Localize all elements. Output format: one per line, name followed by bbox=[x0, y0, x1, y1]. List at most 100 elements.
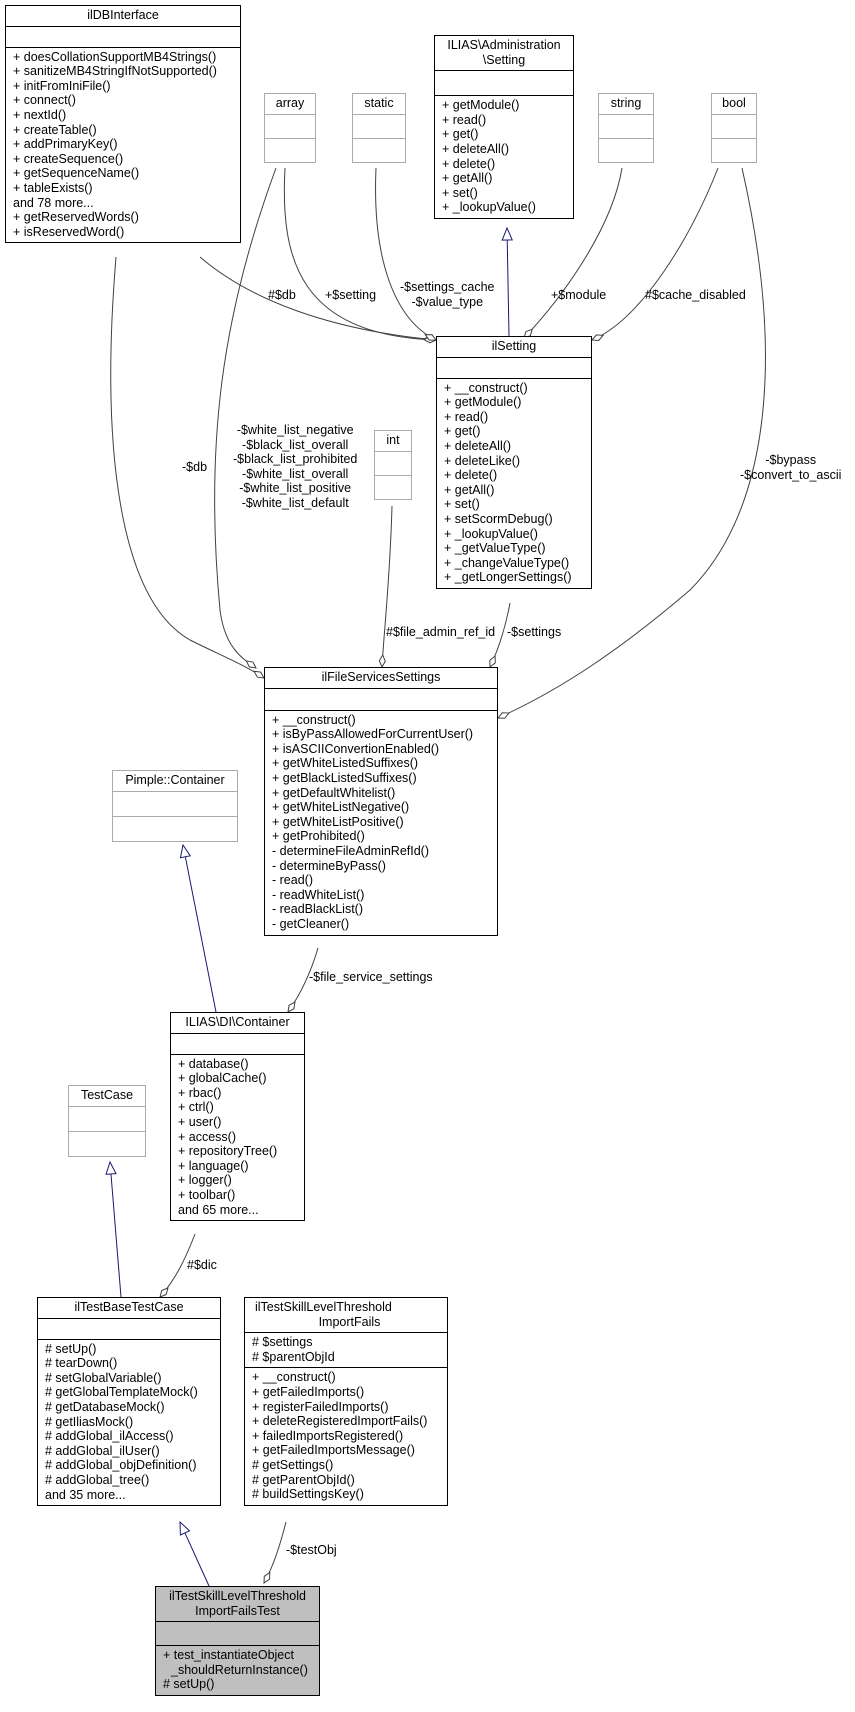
class-title: ilTestBaseTestCase bbox=[38, 1298, 220, 1319]
method: # setUp() bbox=[163, 1677, 215, 1692]
attributes-section bbox=[437, 358, 591, 379]
method: + _lookupValue() bbox=[442, 200, 536, 215]
methods-section bbox=[113, 817, 237, 841]
method: - read() bbox=[272, 873, 313, 888]
attribute: # $settings bbox=[252, 1335, 313, 1350]
class-string[interactable]: string bbox=[598, 93, 654, 163]
method: + get() bbox=[442, 127, 479, 142]
edge-ildbinterface-fss bbox=[110, 256, 264, 678]
edge-fss-di bbox=[288, 947, 319, 1012]
edge-array-ilsetting bbox=[283, 167, 436, 340]
method: + language() bbox=[178, 1158, 249, 1173]
method: + getWhiteListedSuffixes() bbox=[272, 756, 419, 771]
method: + nextId() bbox=[13, 107, 67, 122]
class-admin-setting[interactable]: ILIAS\Administration \Setting + getModul… bbox=[434, 35, 574, 219]
methods-section: + getModule() + read() + get() + deleteA… bbox=[435, 96, 573, 218]
edge-static-ilsetting bbox=[375, 167, 436, 340]
method: + _getValueType() bbox=[444, 541, 546, 556]
edge-label-dic: #$dic bbox=[187, 1258, 217, 1272]
edge-label-module: +$module bbox=[551, 288, 607, 302]
method: + toolbar() bbox=[178, 1187, 236, 1202]
class-bool[interactable]: bool bbox=[711, 93, 757, 163]
method: # getSettings() bbox=[252, 1457, 334, 1472]
method: + isReservedWord() bbox=[13, 224, 125, 239]
edge-di-inherits-pimple bbox=[183, 845, 217, 1013]
method: - readBlackList() bbox=[272, 902, 363, 917]
edge-label-db-ilsetting: #$db bbox=[268, 288, 296, 302]
method: + __construct() bbox=[444, 380, 528, 395]
method: + rbac() bbox=[178, 1085, 222, 1100]
edge-label-white-list: -$white_list_negative -$black_list_overa… bbox=[233, 423, 358, 510]
class-title: ilFileServicesSettings bbox=[265, 668, 497, 689]
attribute: # $parentObjId bbox=[252, 1349, 335, 1364]
method: + isByPassAllowedForCurrentUser() bbox=[272, 727, 474, 742]
method: + getDefaultWhitelist() bbox=[272, 785, 396, 800]
class-title: Pimple::Container bbox=[113, 771, 237, 792]
methods-section bbox=[69, 1132, 145, 1156]
class-ilfileservicessettings[interactable]: ilFileServicesSettings + __construct() +… bbox=[264, 667, 498, 936]
method: # setGlobalVariable() bbox=[45, 1370, 162, 1385]
class-pimple-container[interactable]: Pimple::Container bbox=[112, 770, 238, 842]
methods-section bbox=[599, 139, 653, 162]
class-ilsetting[interactable]: ilSetting + __construct() + getModule() … bbox=[436, 336, 592, 589]
method: + createSequence() bbox=[13, 151, 124, 166]
attributes-section bbox=[113, 792, 237, 817]
attributes-section bbox=[69, 1107, 145, 1132]
edge-label-file-service-settings: -$file_service_settings bbox=[309, 970, 433, 984]
method: # tearDown() bbox=[45, 1356, 118, 1371]
edge-label-settings-cache: -$settings_cache -$value_type bbox=[400, 280, 495, 309]
class-ildbinterface[interactable]: ilDBInterface + doesCollationSupportMB4S… bbox=[5, 5, 241, 244]
method: + delete() bbox=[444, 468, 498, 483]
method: and 35 more... bbox=[45, 1487, 126, 1502]
methods-section: + __construct() + getModule() + read() +… bbox=[437, 379, 591, 588]
attributes-section bbox=[38, 1319, 220, 1340]
method: + getBlackListedSuffixes() bbox=[272, 770, 417, 785]
methods-section: + __construct() + getFailedImports() + r… bbox=[245, 1368, 447, 1504]
class-title: TestCase bbox=[69, 1086, 145, 1107]
method: + _getLongerSettings() bbox=[444, 570, 572, 585]
method: - determineByPass() bbox=[272, 858, 386, 873]
class-title: ilTestSkillLevelThreshold ImportFailsTes… bbox=[156, 1587, 319, 1623]
class-di-container[interactable]: ILIAS\DI\Container + database() + global… bbox=[170, 1012, 305, 1222]
method: + test_instantiateObject bbox=[163, 1648, 294, 1663]
class-title: ilSetting bbox=[437, 337, 591, 358]
method: + registerFailedImports() bbox=[252, 1399, 389, 1414]
class-static[interactable]: static bbox=[352, 93, 406, 163]
method: - readWhiteList() bbox=[272, 887, 365, 902]
method: + getReservedWords() bbox=[13, 210, 139, 225]
edge-basetest-inherits-testcase bbox=[110, 1162, 122, 1298]
class-iltestbasetestcase[interactable]: ilTestBaseTestCase # setUp() # tearDown(… bbox=[37, 1297, 221, 1507]
edge-int-fss bbox=[382, 505, 393, 667]
method: + initFromIniFile() bbox=[13, 78, 111, 93]
edge-label-settings: -$settings bbox=[507, 625, 562, 639]
method: _shouldReturnInstance() bbox=[171, 1662, 308, 1677]
attributes-section bbox=[599, 115, 653, 139]
method: # setUp() bbox=[45, 1341, 97, 1356]
method: + __construct() bbox=[252, 1370, 336, 1385]
method: + globalCache() bbox=[178, 1071, 267, 1086]
method: # buildSettingsKey() bbox=[252, 1487, 364, 1502]
class-importfails[interactable]: ilTestSkillLevelThreshold ImportFails # … bbox=[244, 1297, 448, 1506]
method: # addGlobal_ilAccess() bbox=[45, 1429, 174, 1444]
methods-section: + doesCollationSupportMB4Strings() + san… bbox=[6, 48, 240, 243]
method: # getDatabaseMock() bbox=[45, 1399, 165, 1414]
method: # getParentObjId() bbox=[252, 1472, 355, 1487]
method: and 78 more... bbox=[13, 195, 94, 210]
class-importfailstest[interactable]: ilTestSkillLevelThreshold ImportFailsTes… bbox=[155, 1586, 320, 1696]
edge-test-inherits-basetest bbox=[180, 1522, 210, 1587]
method: # addGlobal_tree() bbox=[45, 1472, 150, 1487]
methods-section: + database() + globalCache() + rbac() + … bbox=[171, 1055, 304, 1221]
class-title: ILIAS\Administration \Setting bbox=[435, 36, 573, 72]
edge-label-cache-disabled: #$cache_disabled bbox=[645, 288, 746, 302]
class-title: ilDBInterface bbox=[6, 6, 240, 27]
attributes-section: # $settings # $parentObjId bbox=[245, 1333, 447, 1369]
edge-di-basetest bbox=[160, 1233, 196, 1297]
class-testcase[interactable]: TestCase bbox=[68, 1085, 146, 1157]
class-array[interactable]: array bbox=[264, 93, 316, 163]
method: + ctrl() bbox=[178, 1100, 214, 1115]
attributes-section bbox=[6, 27, 240, 48]
class-int[interactable]: int bbox=[374, 430, 412, 500]
method: + failedImportsRegistered() bbox=[252, 1428, 404, 1443]
attributes-section bbox=[375, 452, 411, 476]
method: + _lookupValue() bbox=[444, 526, 538, 541]
